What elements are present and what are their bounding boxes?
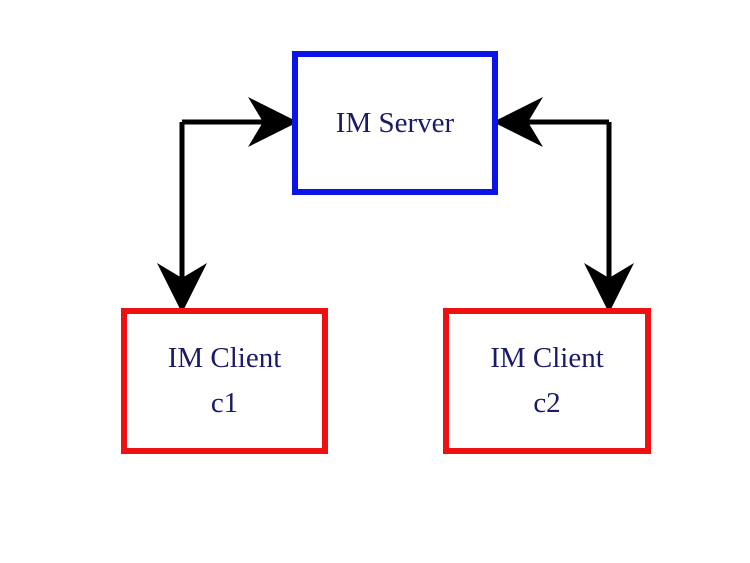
im-client-c1-title: IM Client — [167, 342, 282, 374]
im-client-c1-node: IM Client c1 — [121, 308, 328, 454]
im-server-label: IM Server — [335, 106, 455, 139]
im-client-c2-title: IM Client — [490, 342, 604, 374]
im-client-c2-id: c2 — [533, 387, 561, 419]
connector-client2-server — [493, 97, 634, 313]
connector-client1-server — [157, 97, 298, 313]
im-client-c1-id: c1 — [210, 387, 239, 419]
im-client-c2-node: IM Client c2 — [443, 308, 651, 454]
im-server-node: IM Server — [292, 51, 498, 195]
